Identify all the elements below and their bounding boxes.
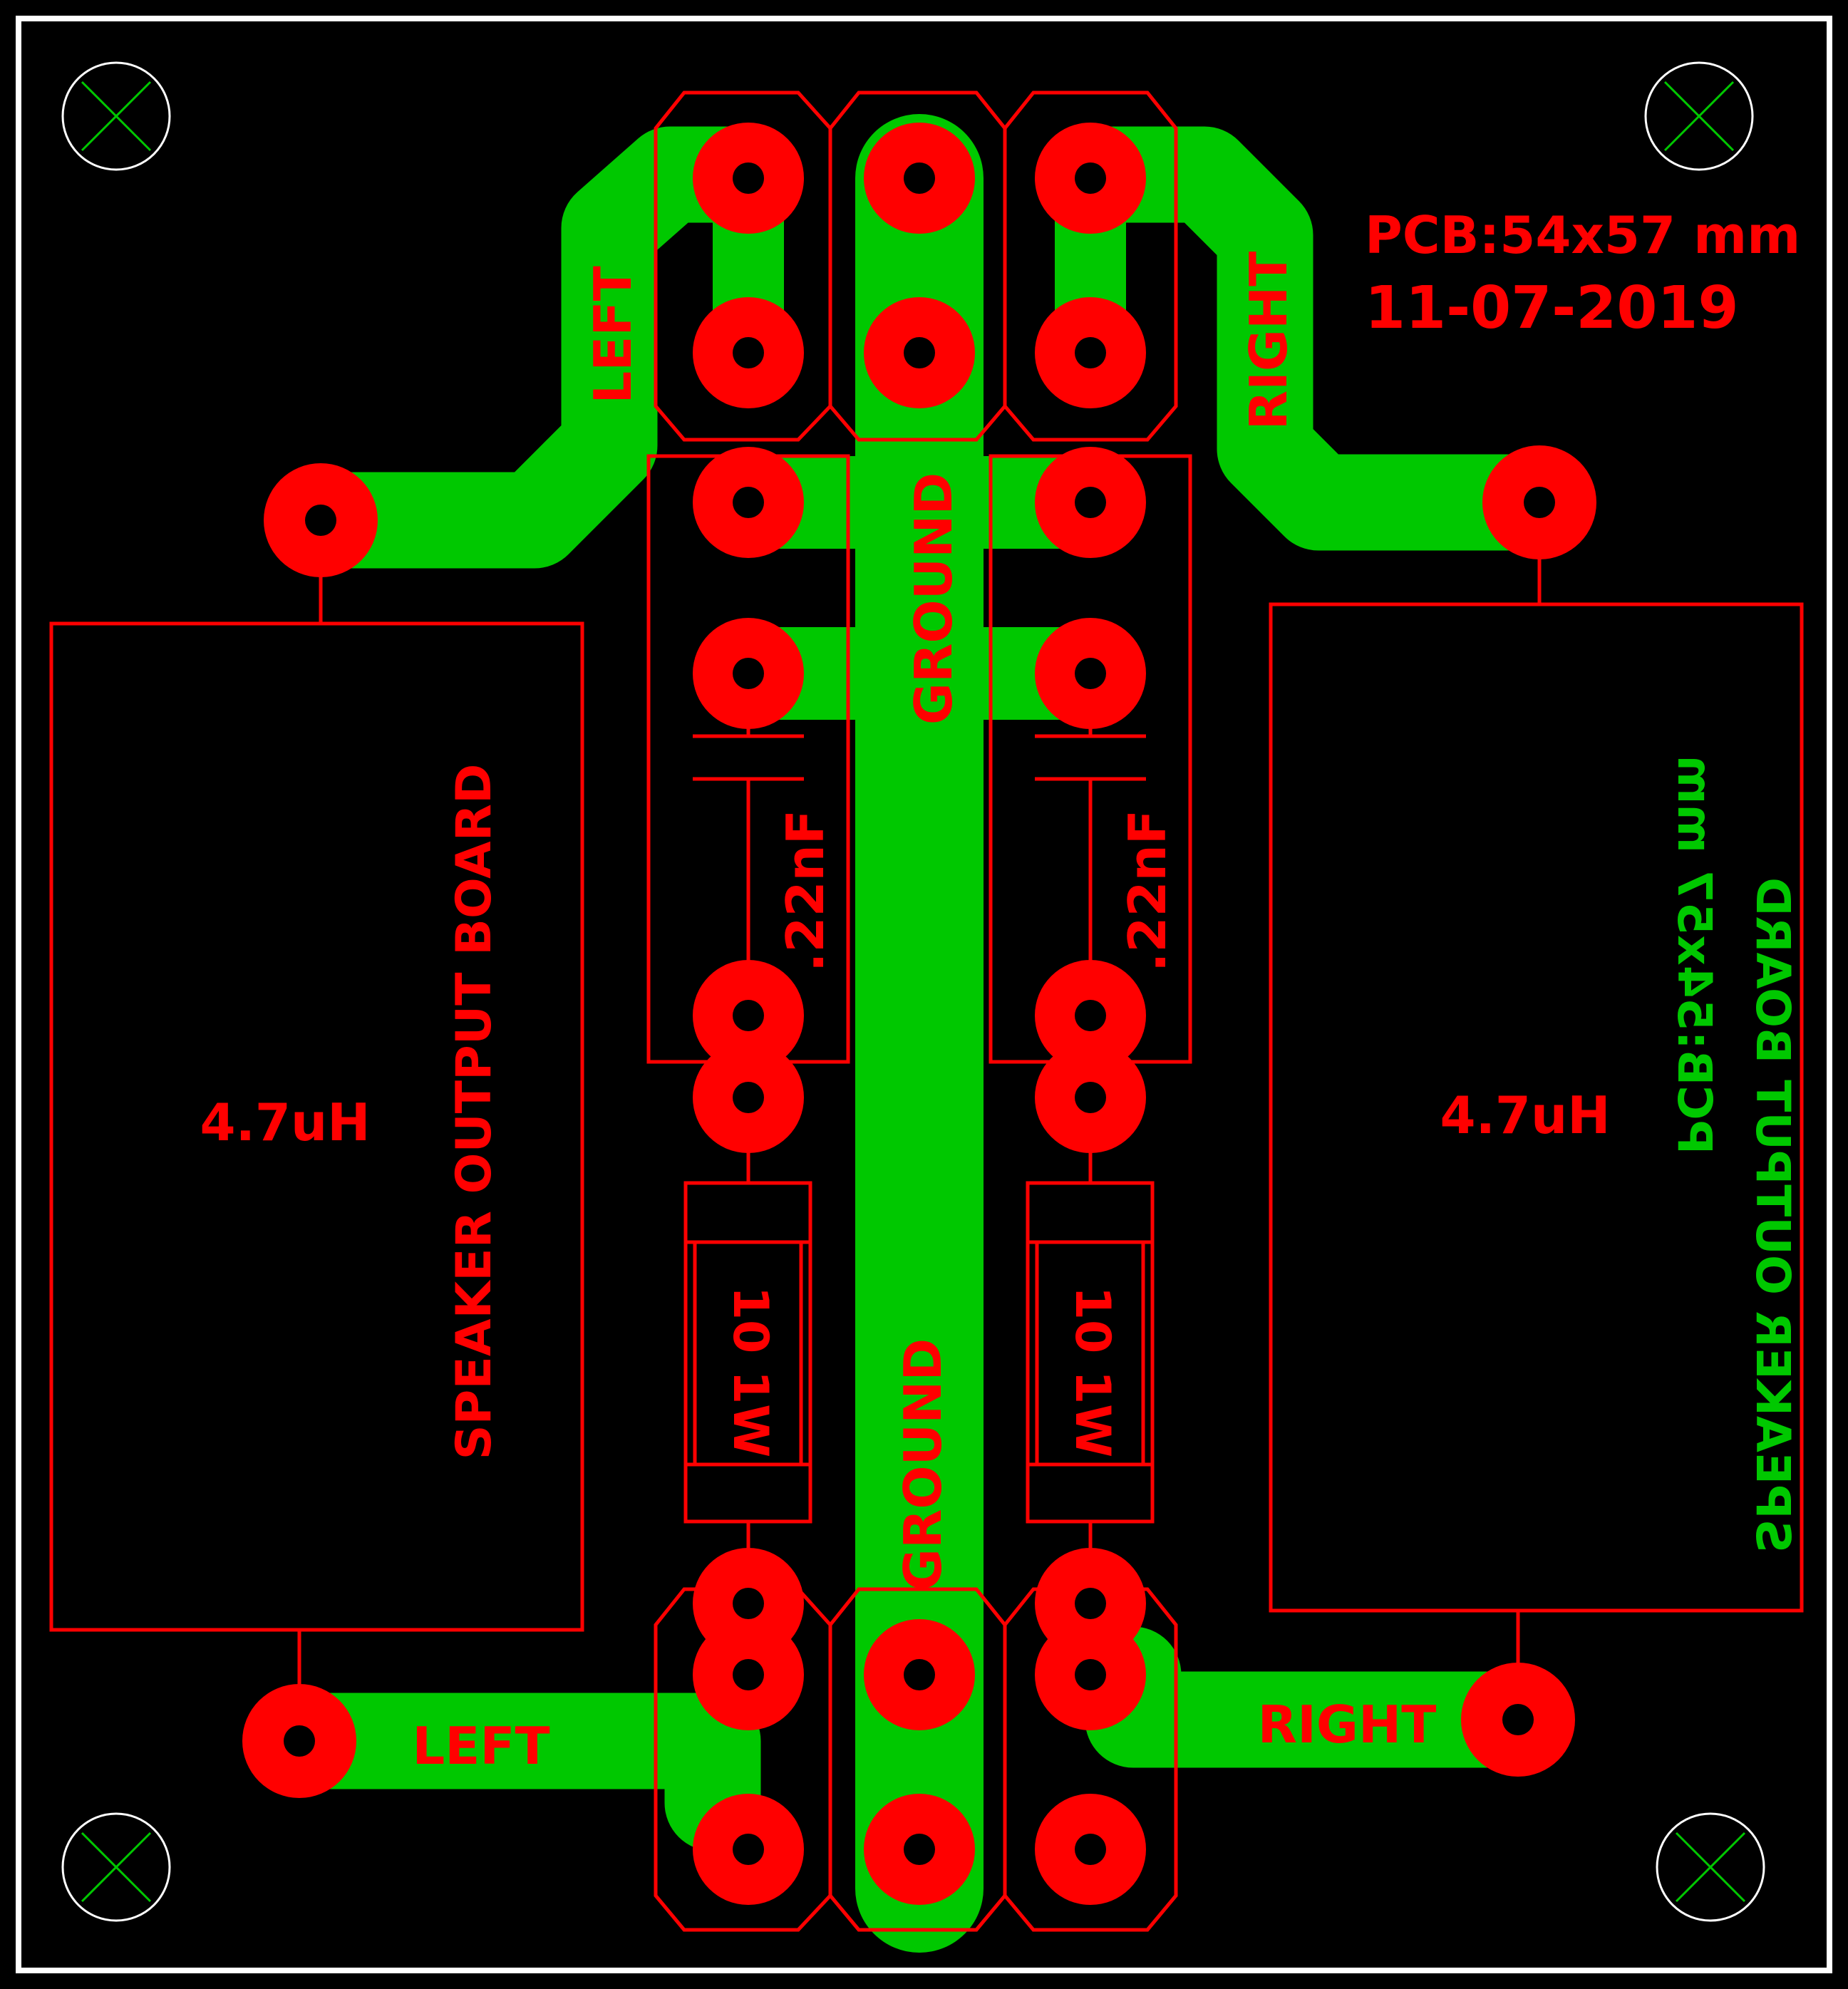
trace-right-input <box>1042 126 1581 551</box>
board-title-text: SPEAKER OUTPUT BOARD <box>446 764 502 1460</box>
trace-left-output <box>251 1693 761 1851</box>
copper-text-size: PCB:54x57 mm <box>1667 755 1722 1154</box>
inductor-right-value: 4.7uH <box>1440 1085 1610 1145</box>
inductor-left-outline <box>49 621 584 1632</box>
header-top-left <box>654 91 832 442</box>
label-right-bottom: RIGHT <box>1258 1695 1437 1755</box>
copper-text-title: SPEAKER OUTPUT BOARD <box>1745 877 1800 1553</box>
label-left-top: LEFT <box>583 266 643 403</box>
inductor-right-outline <box>1269 602 1804 1613</box>
header-top-right <box>1003 91 1178 442</box>
label-right-top: RIGHT <box>1239 252 1299 430</box>
res-right-value: 10 1W <box>1064 1286 1120 1458</box>
cap-left-value: .22nF <box>775 810 835 972</box>
header-top-center <box>828 91 1007 442</box>
header-bottom-right <box>1003 1587 1178 1932</box>
board-date-text: 11-07-2019 <box>1365 274 1739 342</box>
pad-holes <box>284 162 1555 1865</box>
mount-hole-top-left <box>61 61 171 171</box>
label-left-bottom: LEFT <box>412 1716 549 1776</box>
mount-hole-top-right <box>1644 61 1754 171</box>
res-left-value: 10 1W <box>722 1286 778 1458</box>
header-bottom-center <box>828 1587 1007 1932</box>
inductor-left-value: 4.7uH <box>200 1092 370 1152</box>
board-size-text: PCB:54x57 mm <box>1365 205 1800 265</box>
header-bottom-left <box>654 1587 832 1932</box>
cap-right-value: .22nF <box>1117 810 1177 972</box>
label-ground-upper: GROUND <box>904 472 964 725</box>
mount-hole-bottom-left <box>61 1812 171 1922</box>
label-ground-lower: GROUND <box>893 1338 953 1591</box>
trace-left-input <box>272 126 797 569</box>
mount-hole-bottom-right <box>1656 1812 1765 1922</box>
board-outline <box>16 16 1832 1973</box>
